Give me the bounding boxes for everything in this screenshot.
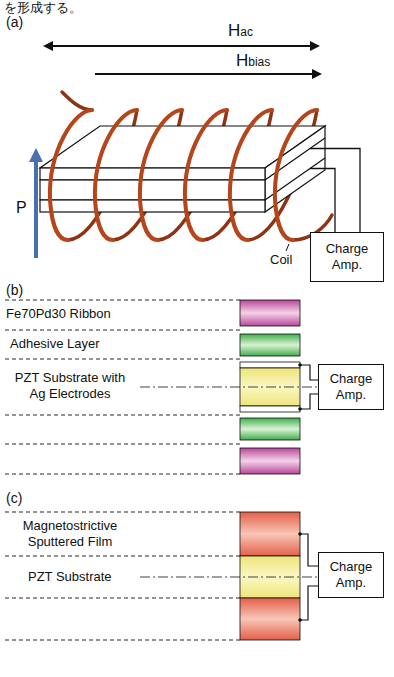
amplifier-box: Charge Amp. (318, 364, 384, 410)
field-label: Hac (228, 21, 253, 41)
panel-label: (b) (6, 282, 23, 299)
amplifier-label: Charge Amp. (323, 371, 379, 402)
amplifier-box: Charge Amp. (318, 552, 384, 598)
panel-label: (c) (6, 490, 22, 507)
polarization-label: P (16, 198, 27, 217)
body-text-fragment: を形成する。 (4, 0, 82, 16)
layer-label: PZT Substrate with Ag Electrodes (8, 370, 132, 401)
field-label: Hbias (236, 51, 270, 71)
layer-label: Adhesive Layer (10, 336, 100, 352)
amplifier-box: Charge Amp. (310, 232, 384, 282)
coil-label: Coil (270, 252, 292, 268)
layer-label: PZT Substrate (28, 569, 112, 585)
layer-label: Magnetostrictive Sputtered Film (8, 518, 132, 549)
amplifier-label: Charge Amp. (315, 241, 379, 272)
panel-label: (a) (6, 14, 23, 31)
amplifier-label: Charge Amp. (323, 559, 379, 590)
layer-label: Fe70Pd30 Ribbon (6, 306, 111, 322)
